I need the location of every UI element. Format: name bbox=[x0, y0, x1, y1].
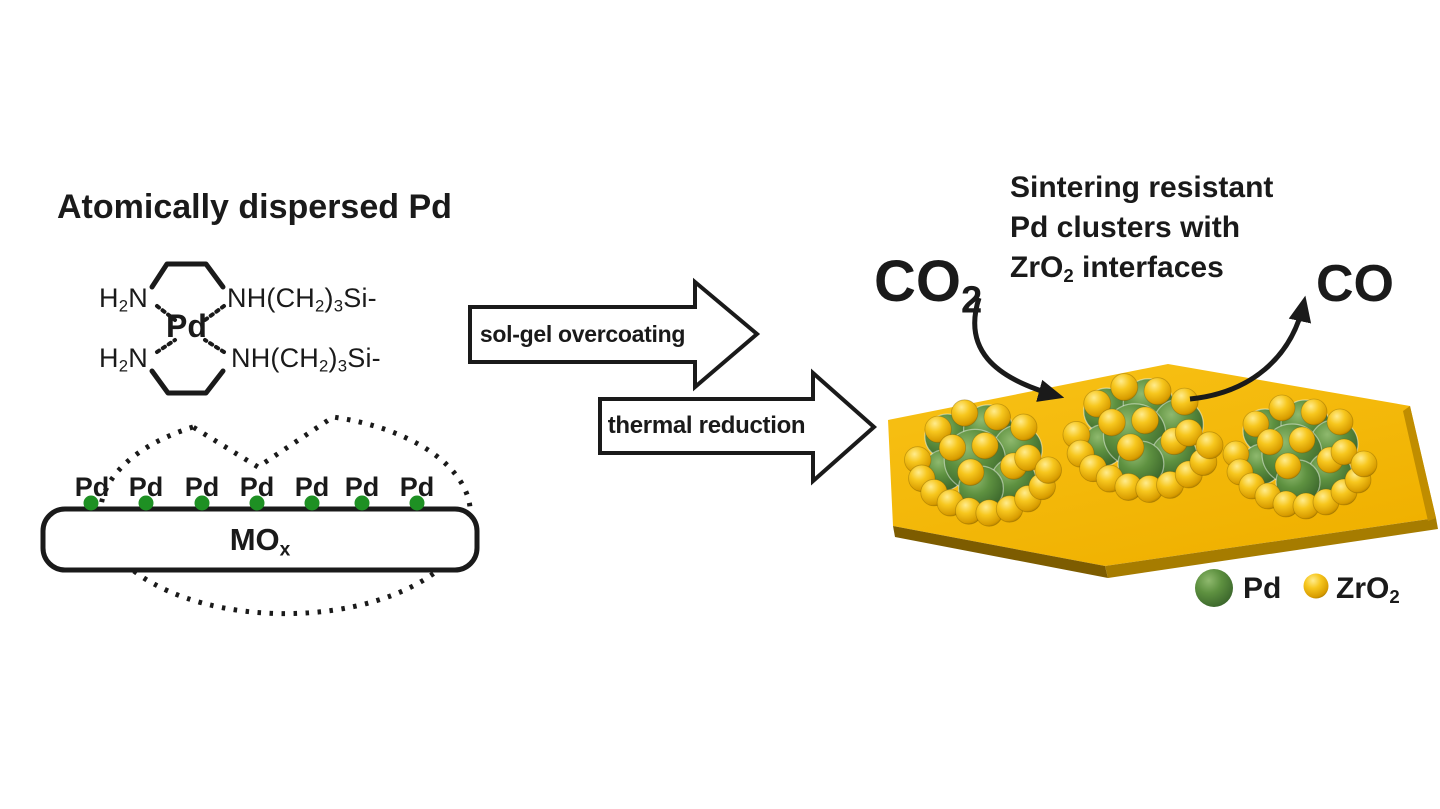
amine-label-bottom: H2N bbox=[99, 343, 148, 376]
right-title: Sintering resistant Pd clusters with ZrO… bbox=[1010, 168, 1273, 296]
pd-atom-dot bbox=[194, 495, 210, 511]
pd-center-label: Pd bbox=[166, 308, 207, 344]
pd-site-label: Pd bbox=[74, 472, 110, 502]
pd-site-label: Pd bbox=[294, 472, 330, 502]
ethylene-bridge-bottom bbox=[149, 368, 226, 396]
right-title-line3: ZrO2 interfaces bbox=[1010, 251, 1224, 287]
legend-pd-sphere bbox=[1195, 569, 1233, 607]
pd-site-label: Pd bbox=[399, 472, 435, 502]
co-out-arrow bbox=[1189, 295, 1312, 402]
block-arrow-solgel bbox=[468, 277, 761, 392]
right-title-line2: Pd clusters with bbox=[1010, 211, 1241, 244]
thermal-reduction-label: thermal reduction bbox=[607, 412, 806, 439]
left-title: Atomically dispersed Pd bbox=[57, 188, 452, 226]
mox-support-label: MOx bbox=[229, 522, 291, 561]
pd-atom-dot bbox=[304, 495, 320, 511]
legend-pd-label: Pd bbox=[1243, 572, 1282, 605]
pd-atom-dot bbox=[83, 495, 99, 511]
pd-atom-dots bbox=[83, 495, 425, 511]
pd-atom-dot bbox=[249, 495, 265, 511]
right-title-line1: Sintering resistant bbox=[1010, 171, 1274, 204]
legend-zro2-sphere bbox=[1303, 573, 1329, 599]
co2-in-arrow bbox=[972, 297, 1065, 402]
block-arrow-thermal bbox=[598, 368, 878, 486]
co2-reactant-label: CO2 bbox=[874, 249, 983, 322]
pd-atom-dot bbox=[138, 495, 154, 511]
co-product-label: CO bbox=[1316, 255, 1394, 313]
pd-site-label: Pd bbox=[128, 472, 164, 502]
dashed-balloon-outline bbox=[97, 414, 473, 617]
silane-label-bottom: NH(CH2)3Si- bbox=[231, 343, 381, 376]
pd-site-label: Pd bbox=[239, 472, 275, 502]
pd-site-label: Pd bbox=[344, 472, 380, 502]
pd-n-dotted-bonds bbox=[155, 304, 226, 354]
amine-label-top: H2N bbox=[99, 283, 148, 316]
pd-site-label: Pd bbox=[184, 472, 220, 502]
pd-atom-dot bbox=[354, 495, 370, 511]
silane-label-top: NH(CH2)3Si- bbox=[227, 283, 377, 316]
pd-atom-dot bbox=[409, 495, 425, 511]
legend-zro2-label: ZrO2 bbox=[1336, 572, 1400, 608]
ethylene-bridge-top bbox=[149, 261, 226, 290]
solgel-overcoating-label: sol-gel overcoating bbox=[479, 321, 686, 347]
